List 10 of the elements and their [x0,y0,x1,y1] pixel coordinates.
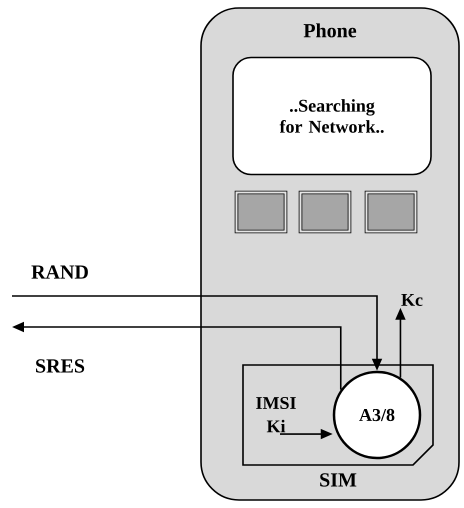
signal-label: Ki [266,420,286,432]
keypad-button [234,190,288,234]
signal-label: Kc [401,294,423,306]
keypad-button [364,190,418,234]
node-label: SIM [320,473,356,487]
edge-label: RAND [31,265,88,279]
keypad-button [298,190,352,234]
display-screen: ..Searching for Network.. [232,56,432,176]
part-label: IMSI [256,396,296,410]
edge-label: SRES [36,359,84,373]
